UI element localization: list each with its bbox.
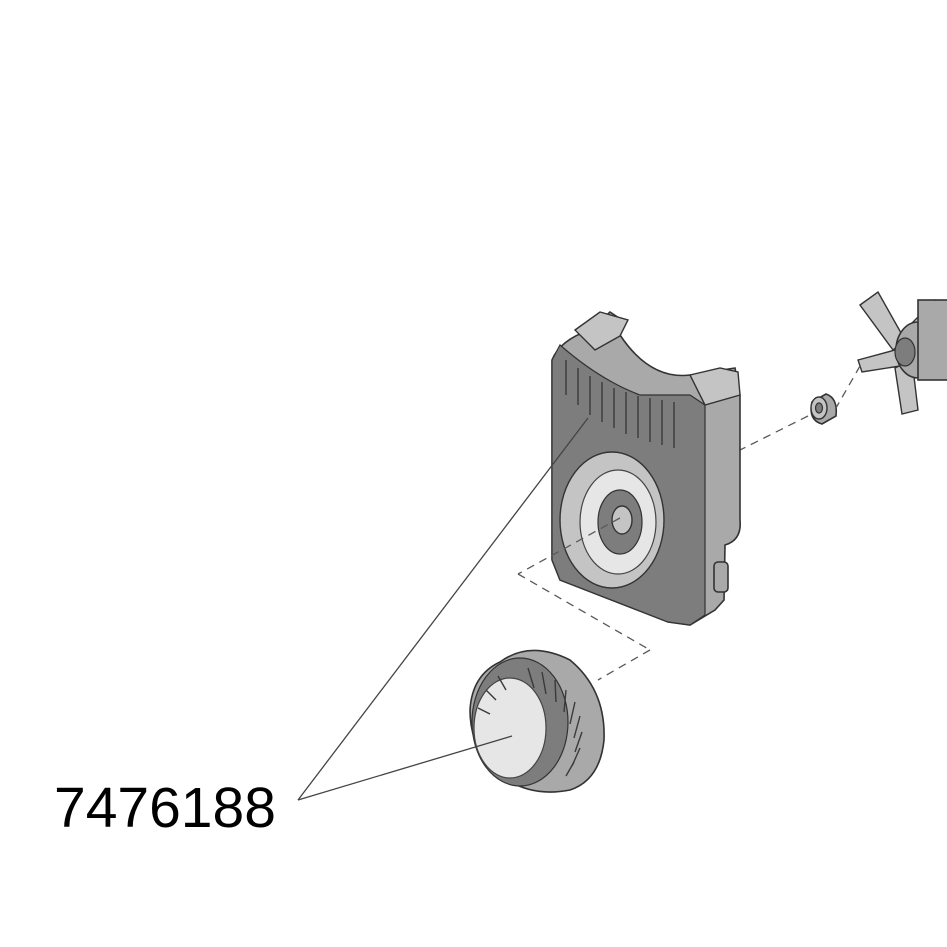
intake-cap-part (469, 649, 605, 793)
housing-ribs (565, 360, 675, 448)
leader-line-to-housing (297, 417, 589, 801)
bearing-bushing-part (810, 393, 838, 425)
leader-line-to-cap (297, 735, 513, 801)
assembly-axis-line-5 (597, 649, 651, 681)
part-number-label: 7476188 (54, 776, 276, 840)
cap-teeth (477, 667, 583, 777)
impeller-part (857, 290, 947, 415)
assembly-axis-line-3 (517, 517, 621, 575)
assembly-axis-line-2 (739, 415, 809, 451)
assembly-axis-line-4 (517, 573, 651, 651)
assembly-axis-line (835, 365, 861, 409)
pump-housing-part (551, 310, 742, 626)
